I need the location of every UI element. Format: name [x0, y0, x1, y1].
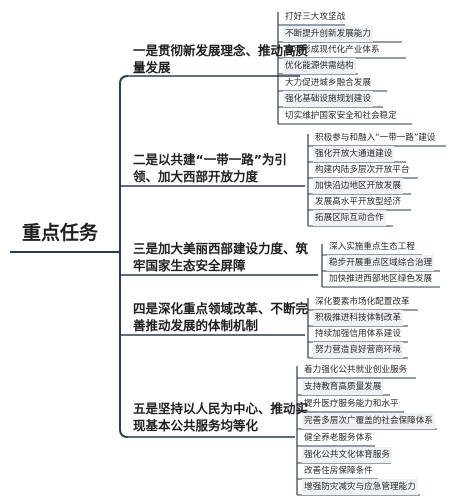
leaf-5-7: 改善住房保障条件	[304, 466, 373, 476]
leaf-5-3: 提升医疗服务能力和水平	[304, 399, 399, 409]
leaf-1-6: 强化基础设施规划建设	[283, 91, 373, 107]
leaf-1-7: 切实维护国家安全和社会稳定	[285, 111, 397, 121]
leaf-5-1: 着力强化公共就业创业服务	[304, 365, 408, 375]
branch-3-label: 三是加大美丽西部建设力度、筑牢国家生态安全屏障	[133, 241, 309, 273]
leaf-2-2: 强化开放大通道建设	[313, 146, 395, 162]
leaf-3-3: 加快推进西部地区绿色发展	[329, 274, 433, 284]
leaf-3-1: 深入实施重点生态工程	[329, 242, 415, 252]
leaf-2-4: 加快沿边地区开放发展	[313, 178, 403, 194]
leaf-1-5: 大力促进城乡融合发展	[285, 78, 371, 88]
leaf-4-2: 积极推进科技体制改革	[313, 310, 403, 326]
branch-4-label: 四是深化重点领域改革、不断完善推动发展的体制机制	[133, 301, 309, 333]
leaf-5-2: 支持教育高质量发展	[302, 379, 384, 395]
leaf-3-2: 稳步开展重点区域综合治理	[327, 255, 435, 271]
leaf-2-1: 积极参与和融入“一带一路”建设	[315, 133, 436, 143]
trunk-lower	[119, 252, 129, 438]
leaf-2-6: 拓展区际互动合作	[313, 210, 386, 226]
leaf-5-4: 完善多层次广覆盖的社会保障体系	[302, 413, 435, 429]
leaf-5-5: 健全养老服务体系	[304, 433, 373, 443]
leaf-5-6: 强化公共文化体育服务	[302, 447, 392, 463]
leaf-1-3: 推动形成现代化产业体系	[285, 45, 380, 55]
leaf-4-3: 持续加强信用体系建设	[315, 329, 401, 339]
leaf-5-8: 增强防灾减灾与应急管理能力	[302, 479, 418, 495]
leaf-4-1: 深化要素市场化配置改革	[315, 297, 410, 307]
leaf-1-4: 优化能源供需结构	[283, 58, 356, 74]
leaf-4-4: 努力营造良好营商环境	[313, 342, 403, 358]
leaf-2-5: 发展高水平开放型经济	[315, 197, 401, 207]
leaf-2-3: 构建内陆多层次开放平台	[315, 165, 410, 175]
leaf-1-1: 打好三大攻坚战	[285, 12, 346, 22]
trunk-upper	[119, 75, 129, 252]
branch-5-label: 五是坚持以人民为中心、推动实现基本公共服务均等化	[133, 401, 309, 433]
branch-2-label: 二是以共建“一带一路”为引领、加大西部开放力度	[133, 152, 287, 184]
leaf-1-2: 不断提升创新发展能力	[283, 26, 373, 42]
root-node: 重点任务	[21, 222, 98, 244]
branch-1-label: 一是贯彻新发展理念、推动高质量发展	[133, 43, 309, 75]
